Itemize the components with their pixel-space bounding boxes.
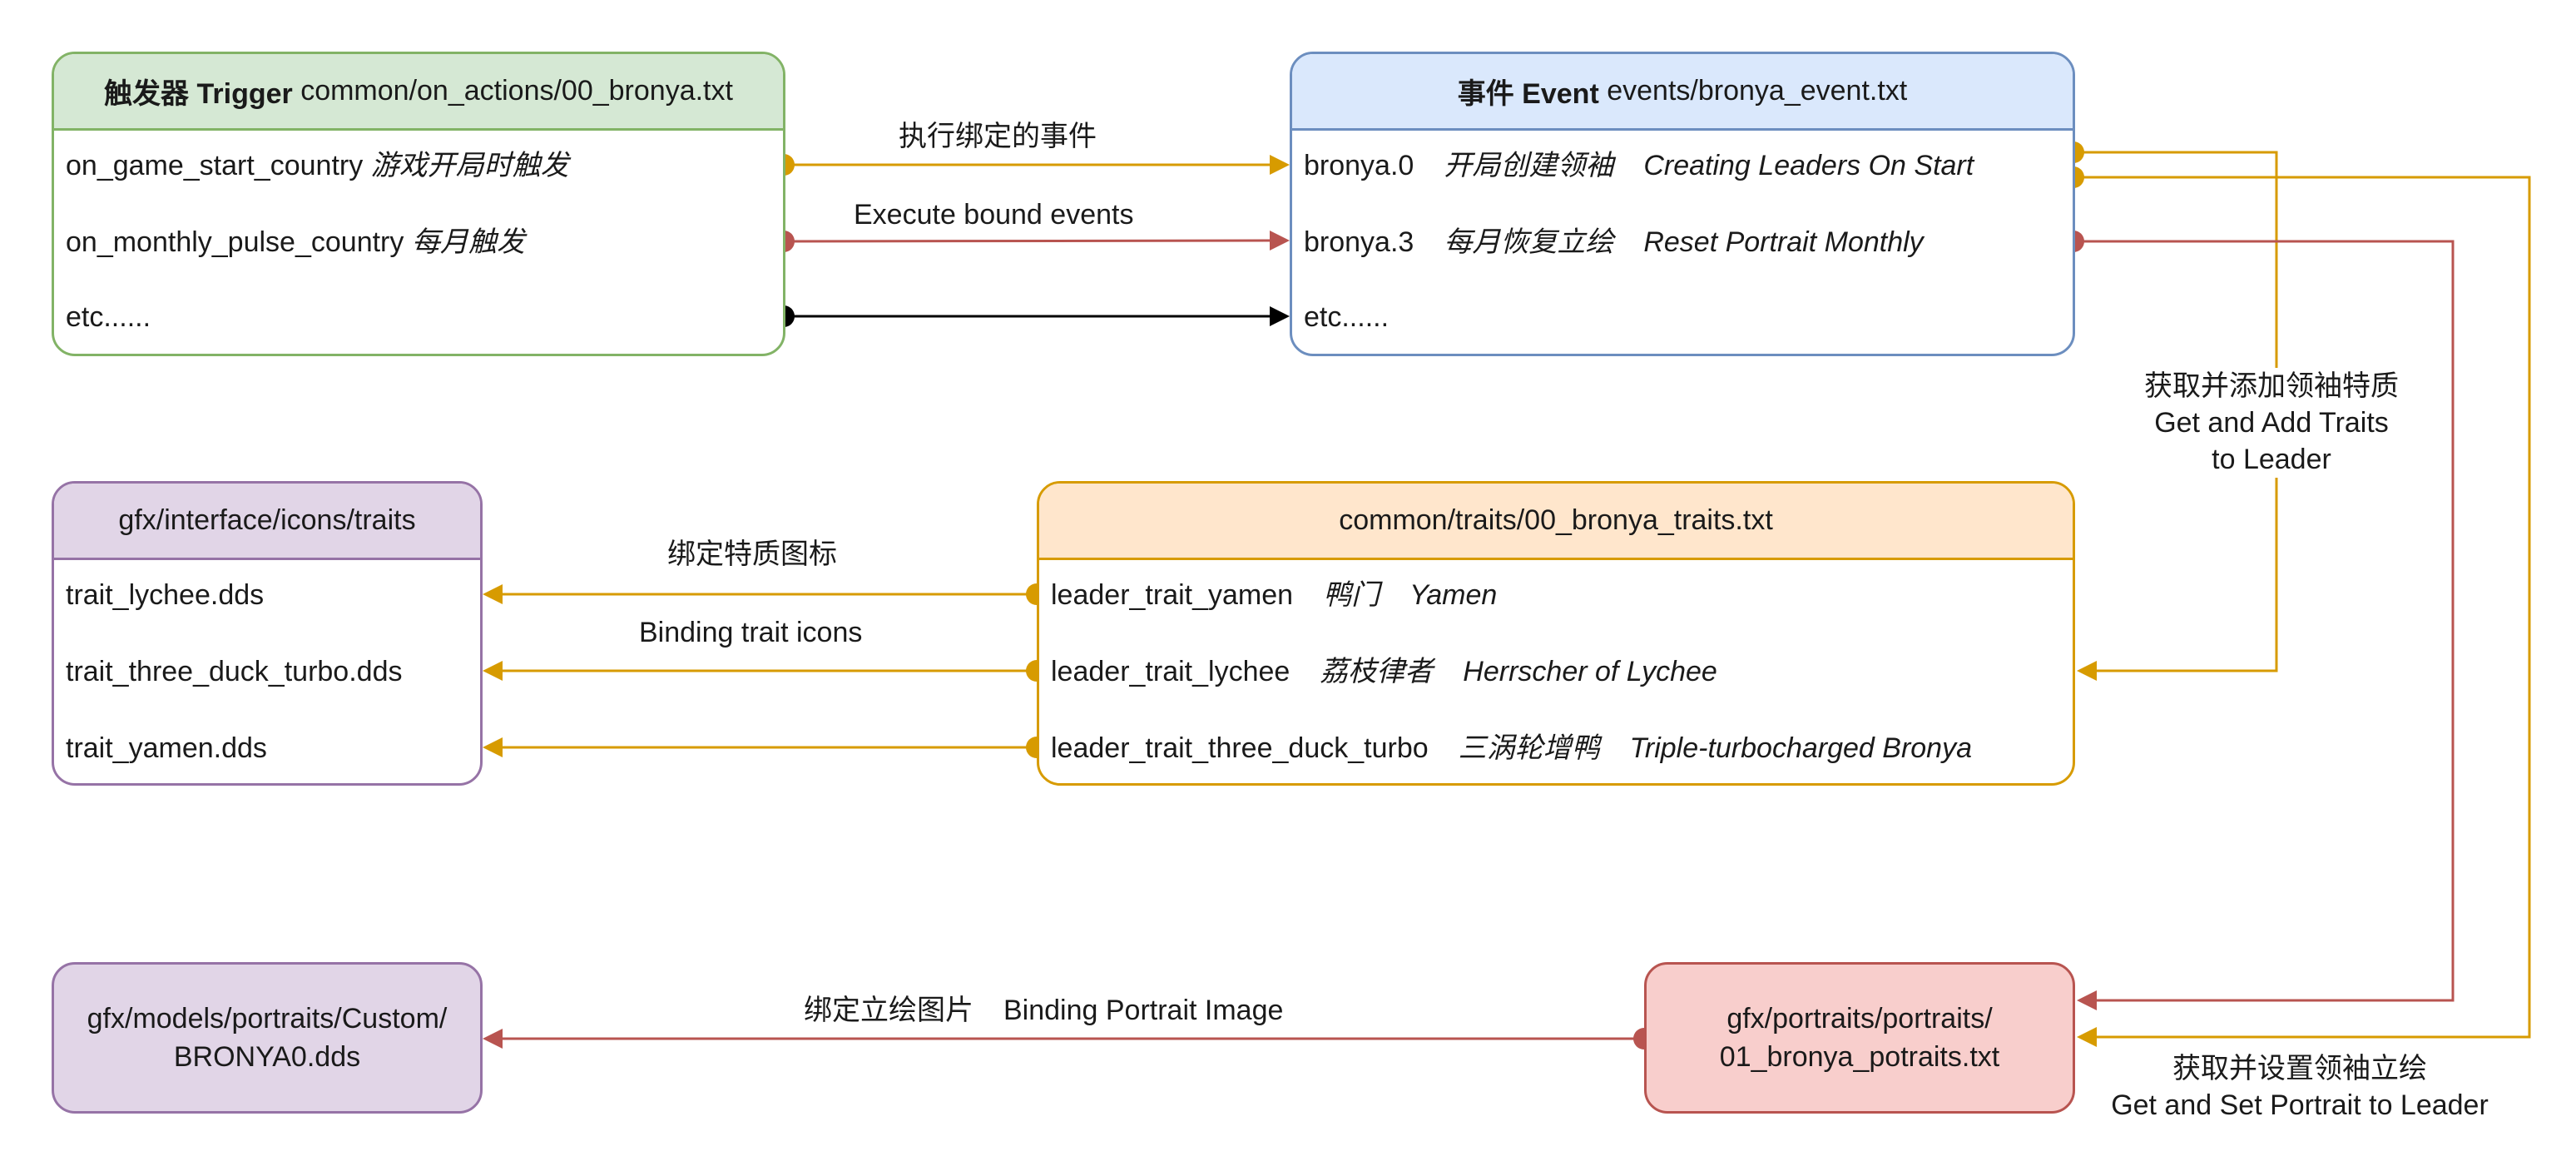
trigger-box: 触发器 Trigger common/on_actions/00_bronya.… xyxy=(52,52,785,356)
trigger-title-bold: 触发器 Trigger xyxy=(104,78,293,110)
portrait-model-line2: BRONYA0.dds xyxy=(173,1041,361,1073)
arrowhead-portrait-orange xyxy=(2077,1027,2097,1047)
label-traits-cn: 获取并添加领袖特质 xyxy=(2144,370,2399,402)
arrowhead-traits xyxy=(2077,661,2097,681)
label-traits: 获取并添加领袖特质 Get and Add Traits to Leader xyxy=(2130,368,2413,478)
portrait-gfx-box: gfx/portraits/portraits/ 01_bronya_potra… xyxy=(1644,962,2075,1114)
arrowhead-event0 xyxy=(1270,155,1290,175)
icon-row: trait_yamen.dds xyxy=(66,732,267,765)
arrowhead-icon-1 xyxy=(483,584,503,604)
trigger-note: 每月触发 xyxy=(411,226,525,258)
portrait-model-line1: gfx/models/portraits/Custom/ xyxy=(87,1003,448,1035)
label-portrait-img-en: Binding Portrait Image xyxy=(1003,995,1284,1026)
event-row-etc: etc...... xyxy=(1304,300,1389,334)
trait-cn: 荔枝律者 xyxy=(1320,656,1434,687)
label-traits-en-1: Get and Add Traits xyxy=(2154,407,2389,439)
event-en: Reset Portrait Monthly xyxy=(1643,226,1924,258)
event-id: bronya.0 xyxy=(1304,150,1414,181)
event-title-bold: 事件 Event xyxy=(1457,78,1599,110)
trait-row-yamen: leader_trait_yamen 鸭门 Yamen xyxy=(1051,578,1497,612)
arrow-event0-to-portrait xyxy=(2073,176,2531,1039)
traits-header: common/traits/00_bronya_traits.txt xyxy=(1039,484,2073,560)
trait-row-lychee: leader_trait_lychee 荔枝律者 Herrscher of Lych… xyxy=(1051,655,1717,688)
arrowhead-icon-3 xyxy=(483,737,503,757)
event-title-path: events/bronya_event.txt xyxy=(1607,75,1908,107)
label-traits-en-2: to Leader xyxy=(2212,444,2331,475)
trigger-row-start: on_game_start_country 游戏开局时触发 xyxy=(66,149,569,182)
label-exec-cn: 执行绑定的事件 xyxy=(899,121,1097,152)
trait-id: leader_trait_lychee xyxy=(1051,656,1290,687)
arrowhead-event3 xyxy=(1270,231,1290,251)
traits-title: common/traits/00_bronya_traits.txt xyxy=(1339,504,1773,536)
event-cn: 开局创建领袖 xyxy=(1444,150,1614,181)
trigger-row-monthly: on_monthly_pulse_country 每月触发 xyxy=(66,226,525,259)
traits-box: common/traits/00_bronya_traits.txt leade… xyxy=(1037,481,2075,786)
portrait-gfx-line2: 01_bronya_potraits.txt xyxy=(1719,1041,2000,1073)
event-cn: 每月恢复立绘 xyxy=(1444,226,1614,258)
arrowhead-model xyxy=(483,1029,503,1049)
event-id: bronya.3 xyxy=(1304,226,1414,258)
trait-cn: 三涡轮增鸭 xyxy=(1458,732,1600,764)
event-id: etc...... xyxy=(1304,301,1390,333)
icon-file: trait_lychee.dds xyxy=(66,579,265,611)
trait-en: Herrscher of Lychee xyxy=(1463,656,1717,687)
portrait-model-box: gfx/models/portraits/Custom/ BRONYA0.dds xyxy=(52,962,483,1114)
trigger-key: on_game_start_country xyxy=(66,150,364,181)
trigger-header: 触发器 Trigger common/on_actions/00_bronya.… xyxy=(54,54,783,131)
trait-id: leader_trait_three_duck_turbo xyxy=(1051,732,1429,764)
icon-row: trait_three_duck_turbo.dds xyxy=(66,655,402,688)
icons-header: gfx/interface/icons/traits xyxy=(54,484,480,560)
arrowhead-portrait-red xyxy=(2077,990,2097,1010)
label-portrait-set: 获取并设置领袖立绘 Get and Set Portrait to Leader xyxy=(2092,1050,2508,1124)
arrowhead-icon-2 xyxy=(483,661,503,681)
icons-box: gfx/interface/icons/traits trait_lychee.… xyxy=(52,481,483,786)
label-portrait-set-en: Get and Set Portrait to Leader xyxy=(2111,1089,2489,1121)
event-header: 事件 Event events/bronya_event.txt xyxy=(1292,54,2073,131)
trigger-title-path: common/on_actions/00_bronya.txt xyxy=(300,75,733,107)
portrait-gfx-text: gfx/portraits/portraits/ 01_bronya_potra… xyxy=(1720,1000,1999,1076)
event-row-3: bronya.3 每月恢复立绘 Reset Portrait Monthly xyxy=(1304,226,1924,259)
trait-id: leader_trait_yamen xyxy=(1051,579,1294,611)
icons-title: gfx/interface/icons/traits xyxy=(118,504,416,536)
event-en: Creating Leaders On Start xyxy=(1643,150,1974,181)
trait-en: Triple-turbocharged Bronya xyxy=(1629,732,1972,764)
event-box: 事件 Event events/bronya_event.txt bronya.… xyxy=(1290,52,2075,356)
trigger-row-etc: etc...... xyxy=(66,300,151,334)
trait-cn: 鸭门 xyxy=(1323,579,1380,611)
trigger-note: 游戏开局时触发 xyxy=(370,150,569,181)
label-portrait-set-cn: 获取并设置领袖立绘 xyxy=(2172,1053,2427,1084)
icon-row: trait_lychee.dds xyxy=(66,578,264,612)
trigger-key: on_monthly_pulse_country xyxy=(66,226,404,258)
icon-file: trait_three_duck_turbo.dds xyxy=(66,656,403,687)
icon-file: trait_yamen.dds xyxy=(66,732,267,764)
trait-en: Yamen xyxy=(1409,579,1498,611)
label-portrait-img-cn: 绑定立绘图片 xyxy=(804,995,973,1026)
label-icon-cn: 绑定特质图标 xyxy=(667,538,837,570)
arrowhead-etc xyxy=(1270,306,1290,326)
trait-row-turbo: leader_trait_three_duck_turbo 三涡轮增鸭 Triple… xyxy=(1051,732,1972,765)
label-portrait-img: 绑定立绘图片 Binding Portrait Image xyxy=(804,992,1283,1029)
trigger-key: etc...... xyxy=(66,301,151,333)
label-icon-en: Binding trait icons xyxy=(639,617,863,648)
event-row-0: bronya.0 开局创建领袖 Creating Leaders On Start xyxy=(1304,149,1974,182)
portrait-model-text: gfx/models/portraits/Custom/ BRONYA0.dds xyxy=(87,1000,448,1076)
arrow-event3-to-portrait xyxy=(2073,240,2455,1002)
portrait-gfx-line1: gfx/portraits/portraits/ xyxy=(1726,1003,1993,1035)
label-exec-en: Execute bound events xyxy=(854,199,1134,231)
